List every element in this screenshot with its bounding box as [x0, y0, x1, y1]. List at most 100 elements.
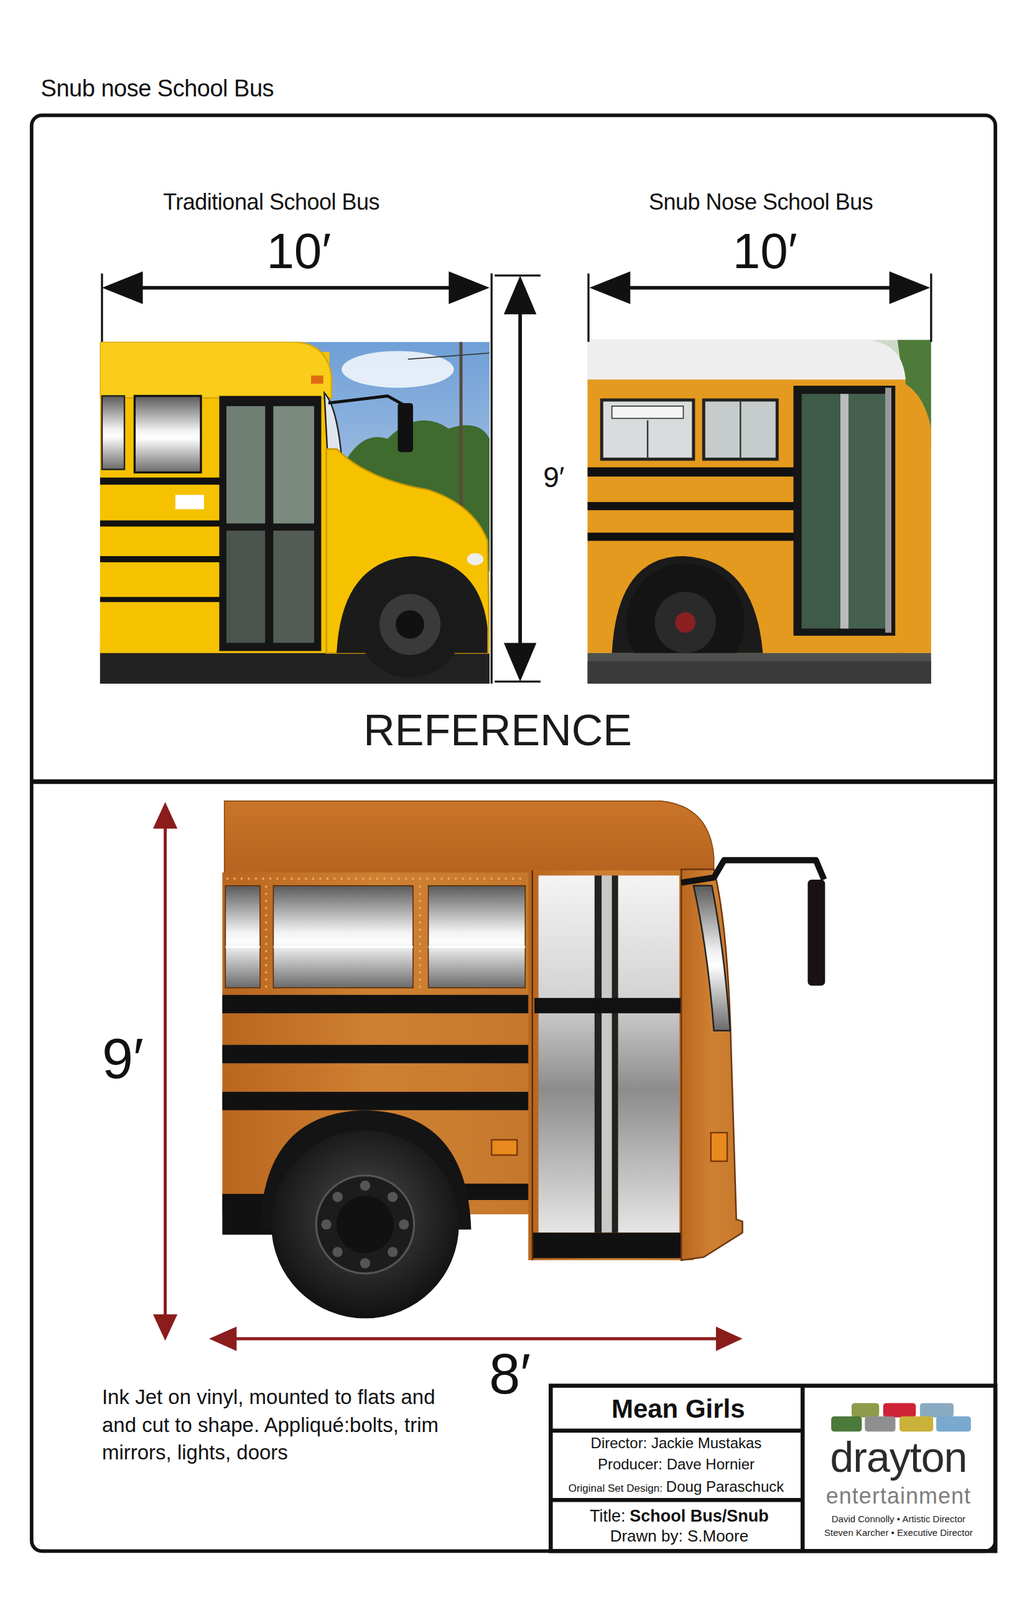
- dimension-arrows-part: [929, 273, 932, 343]
- snub-nose-bus-photo-part: [587, 661, 932, 684]
- text-line: 10′: [732, 222, 798, 280]
- show-title: Mean Girls: [611, 1394, 746, 1424]
- traditional-bus-photo-part: [100, 342, 332, 399]
- traditional-bus-photo-part: [226, 406, 265, 524]
- snub-nose-bus-photo-part: [703, 399, 777, 460]
- snub-nose-bus-photo-part: [587, 467, 795, 477]
- snub-bus-illustration-part: [336, 1195, 394, 1253]
- logo-subtitle: entertainment: [826, 1482, 972, 1509]
- snub-bus-illustration-part: [222, 1045, 530, 1064]
- traditional-bus-photo-part: [311, 375, 324, 384]
- snub-bus-illustration-part: [532, 1232, 684, 1258]
- traditional-bus-photo-part: [100, 520, 223, 527]
- snub-nose-bus-photo-part: [801, 393, 841, 629]
- drawing-title: School Bus/Snub: [629, 1506, 769, 1526]
- snub-nose-bus-photo-part: [587, 339, 932, 684]
- text-line: Ink Jet on vinyl, mounted to flats and a…: [102, 1383, 463, 1467]
- snub-bus-illustration-part: [538, 875, 595, 1233]
- text-line: 8′: [488, 1342, 531, 1408]
- snub-nose-bus-photo-part: [885, 387, 892, 633]
- snub-bus-illustration-part: [528, 870, 694, 1261]
- traditional-bus-photo-part: [175, 495, 205, 510]
- traditional-bus-photo-part: [100, 342, 490, 685]
- traditional-bus-photo-part: [326, 449, 490, 654]
- snub-bus-illustration-part: [618, 875, 680, 1233]
- snub-bus-illustration-part: [226, 877, 527, 880]
- traditional-bus-photo-part: [379, 594, 441, 656]
- construction-note: Ink Jet on vinyl, mounted to flats and a…: [102, 1385, 439, 1464]
- snub-bus-illustration-part: [320, 1219, 331, 1230]
- drawing-frame-part: [31, 779, 996, 784]
- snub-bus-illustration-part: [531, 870, 534, 1261]
- snub-bus-illustration-part: [594, 875, 602, 1233]
- logo-wordmark: drayton: [830, 1433, 968, 1481]
- bus-dimension-arrows-part: [222, 1337, 730, 1341]
- text-line: REFERENCE: [363, 705, 632, 756]
- bus-dimension-arrows-part: [163, 816, 167, 1327]
- bus-dimension-arrows-part: [209, 1326, 237, 1351]
- traditional-bus-photo-part: [328, 395, 407, 406]
- snub-bus-illustration-part: [681, 860, 825, 883]
- dimension-arrows-part: [490, 273, 493, 684]
- text-line: drayton: [830, 1432, 968, 1482]
- logo-tabs-part: [936, 1416, 972, 1432]
- snub-nose-bus-photo-part: [674, 612, 696, 633]
- snub-bus-illustration-part: [534, 997, 682, 1014]
- snub-bus-illustration-part: [808, 879, 826, 986]
- dimension-label: 10′: [266, 223, 331, 279]
- reference-caption: Snub Nose School Bus: [648, 189, 873, 215]
- dimension-arrows-part: [111, 286, 479, 290]
- logo-tabs-part: [899, 1416, 934, 1432]
- dimension-arrows-part: [889, 271, 931, 304]
- snub-bus-illustration-part: [222, 994, 530, 1014]
- traditional-bus-photo-part: [102, 395, 125, 470]
- reference-caption: Traditional School Bus: [162, 189, 380, 215]
- snub-bus-illustration-part: [224, 801, 715, 876]
- title-block-lines-part: [550, 1385, 996, 1552]
- snub-nose-bus-photo-part: [587, 501, 795, 511]
- text-line: Steven Karcher • Executive Director: [824, 1527, 973, 1539]
- snub-bus-illustration-part: [681, 869, 743, 1261]
- drawn-by: Drawn by: S.Moore: [610, 1526, 749, 1546]
- logo-tabs-part: [831, 1416, 862, 1432]
- dimension-arrows-part: [102, 271, 144, 304]
- dimension-arrows-part: [448, 271, 490, 304]
- credits-cell: Director: Jackie MustakasProducer: Dave …: [550, 1430, 803, 1501]
- text-line: entertainment: [826, 1482, 972, 1509]
- drawing-heading: Snub nose School Bus: [41, 75, 275, 102]
- director-credit: Steven Karcher • Executive Director: [824, 1527, 973, 1538]
- drawing-frame-part: [31, 115, 996, 1551]
- title-block-lines-part: [800, 1385, 805, 1552]
- logo-tabs: [831, 1402, 972, 1432]
- text-line: 9′: [543, 460, 565, 494]
- snub-bus-illustration-part: [693, 885, 731, 1031]
- snub-nose-bus-photo-part: [612, 406, 684, 419]
- text-line: 10′: [266, 222, 331, 280]
- dimension-arrows-part: [589, 271, 631, 304]
- logo-tabs-part: [883, 1402, 916, 1418]
- traditional-bus-photo-part: [226, 530, 265, 643]
- snub-nose-bus-photo-part: [587, 532, 795, 541]
- snub-bus-illustration-part: [711, 1132, 728, 1162]
- traditional-bus-photo-part: [357, 571, 464, 679]
- snub-nose-bus-photo-part: [793, 385, 896, 636]
- dimension-label: 9′: [543, 460, 565, 494]
- dimension-arrows-part: [503, 642, 537, 682]
- snub-bus-illustration-part: [419, 885, 422, 988]
- dimension-arrows-part: [599, 286, 921, 290]
- dimension-label: 9′: [102, 1027, 144, 1090]
- snub-bus-illustration-part: [273, 885, 414, 988]
- snub-bus-illustration-part: [264, 885, 267, 988]
- snub-bus-illustration-part: [428, 885, 526, 988]
- snub-bus-illustration-part: [332, 1191, 343, 1202]
- credit-line: Producer: Dave Hornier: [597, 1455, 755, 1473]
- text-line: Director: Jackie Mustakas: [590, 1434, 763, 1452]
- text-line: 9′: [102, 1027, 144, 1092]
- snub-nose-bus-photo-part: [587, 653, 932, 684]
- bus-dimension-arrows-part: [153, 801, 178, 829]
- traditional-bus-photo-part: [100, 477, 223, 485]
- snub-nose-bus-photo-part: [655, 591, 716, 653]
- traditional-bus-photo-part: [408, 353, 490, 360]
- snub-bus-illustration-part: [491, 1139, 517, 1156]
- snub-bus-illustration-part: [271, 1130, 460, 1319]
